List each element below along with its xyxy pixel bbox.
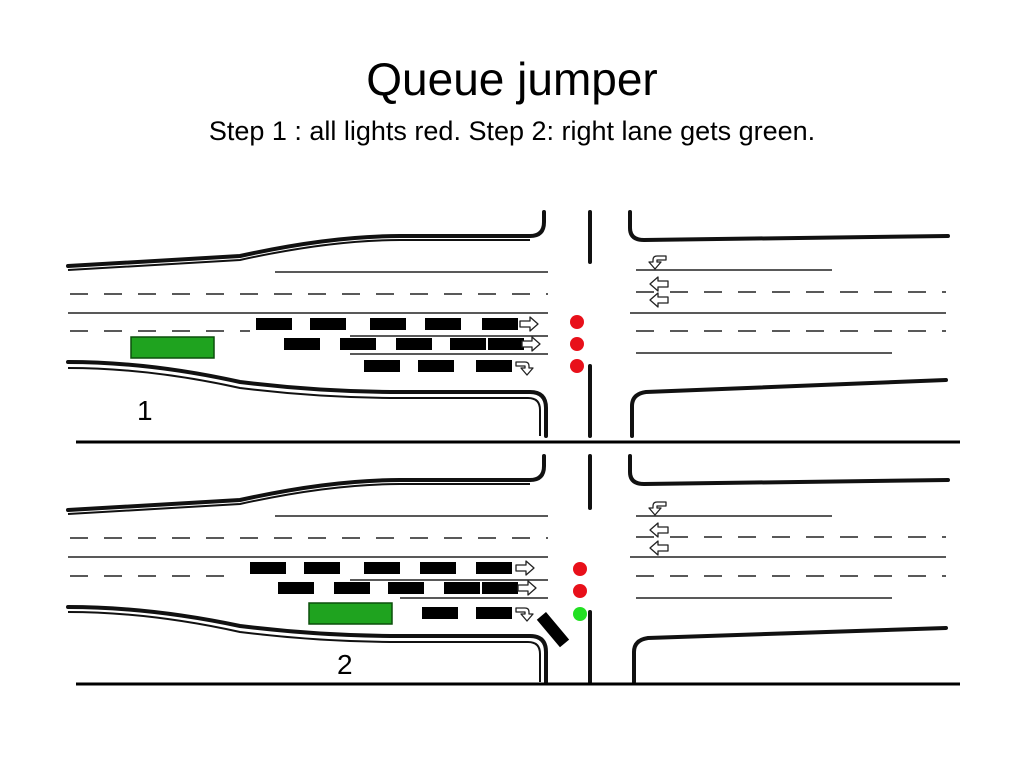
arrow-turn-left-icon (648, 255, 667, 270)
car (388, 582, 424, 594)
car (420, 562, 456, 574)
step-1-label: 1 (137, 395, 153, 426)
curb-bottom-left-inner (67, 367, 541, 436)
curb-bottom-right (630, 378, 948, 438)
arrow-straight-icon (649, 540, 669, 556)
curb-top-left-inner (67, 239, 530, 271)
car (476, 607, 512, 619)
curb-bottom-left-inner (67, 611, 541, 682)
curb-top-left (66, 454, 546, 512)
curb-bottom-left (66, 605, 548, 684)
car (444, 582, 480, 594)
slide-title: Queue jumper (366, 53, 658, 105)
curb-top-left (66, 210, 546, 268)
traffic-light-lane-3 (570, 359, 584, 373)
car (340, 338, 376, 350)
arrow-turn-right-icon (515, 361, 534, 376)
car (278, 582, 314, 594)
traffic-light-lane-2 (570, 337, 584, 351)
bus (308, 602, 393, 625)
curb-top-right (628, 454, 950, 486)
traffic-light-lane-3 (573, 607, 587, 621)
car (422, 607, 458, 619)
arrow-straight-icon (649, 276, 669, 292)
step-2-panel: 2 (66, 454, 950, 684)
curb-top-left-inner (67, 483, 530, 515)
car (364, 360, 400, 372)
car (418, 360, 454, 372)
car (450, 338, 486, 350)
bus (130, 336, 215, 359)
arrow-straight-icon (517, 580, 537, 596)
car (334, 582, 370, 594)
car (256, 318, 292, 330)
car (482, 318, 518, 330)
arrow-straight-icon (649, 522, 669, 538)
car (250, 562, 286, 574)
arrow-turn-right-icon (515, 607, 534, 622)
arrow-turn-left-icon (648, 501, 667, 516)
traffic-light-lane-1 (570, 315, 584, 329)
arrow-straight-icon (515, 560, 535, 576)
car (396, 338, 432, 350)
car (364, 562, 400, 574)
car (476, 562, 512, 574)
curb-bottom-right (632, 626, 948, 684)
car (284, 338, 320, 350)
curb-top-right (628, 210, 950, 242)
step-2-label: 2 (337, 649, 353, 680)
arrow-straight-icon (521, 336, 541, 352)
car (370, 318, 406, 330)
car (425, 318, 461, 330)
car (476, 360, 512, 372)
traffic-light-lane-1 (573, 562, 587, 576)
car (488, 338, 524, 350)
curb-bottom-left (66, 360, 548, 438)
arrow-straight-icon (519, 316, 539, 332)
car (304, 562, 340, 574)
traffic-light-lane-2 (573, 584, 587, 598)
car (482, 582, 518, 594)
slide-subtitle: Step 1 : all lights red. Step 2: right l… (208, 116, 816, 146)
step-1-panel: 1 (66, 210, 950, 438)
car (310, 318, 346, 330)
arrow-straight-icon (649, 292, 669, 308)
